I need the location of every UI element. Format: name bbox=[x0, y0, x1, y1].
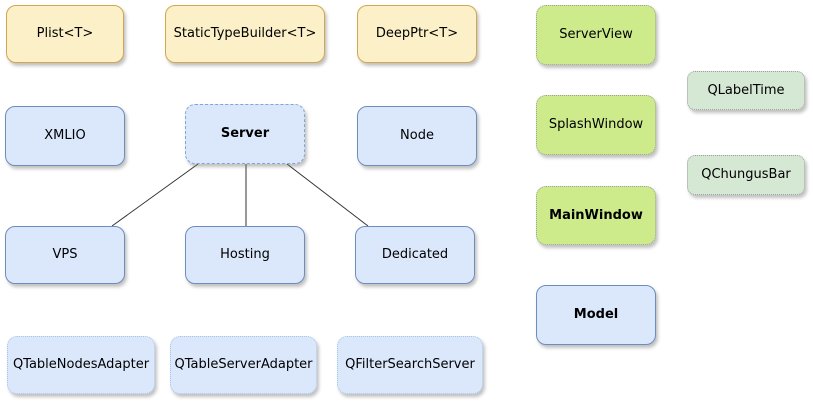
node-server[interactable]: Server bbox=[185, 104, 305, 164]
node-xmlio[interactable]: XMLIO bbox=[5, 106, 125, 166]
node-qlabel-time[interactable]: QLabelTime bbox=[687, 71, 805, 110]
node-static-type-builder[interactable]: StaticTypeBuilder<T> bbox=[165, 5, 325, 63]
node-server-view[interactable]: ServerView bbox=[536, 5, 656, 65]
node-splash-window[interactable]: SplashWindow bbox=[536, 95, 656, 155]
node-main-window[interactable]: MainWindow bbox=[536, 186, 656, 245]
node-plist[interactable]: Plist<T> bbox=[6, 5, 124, 63]
node-hosting[interactable]: Hosting bbox=[185, 226, 305, 284]
node-vps[interactable]: VPS bbox=[5, 226, 125, 284]
node-node[interactable]: Node bbox=[357, 106, 477, 166]
node-qtable-server-adapter[interactable]: QTableServerAdapter bbox=[170, 336, 317, 394]
node-qfilter-search-server[interactable]: QFilterSearchServer bbox=[337, 336, 483, 394]
node-qtable-nodes-adapter[interactable]: QTableNodesAdapter bbox=[7, 336, 155, 394]
node-model[interactable]: Model bbox=[536, 285, 656, 345]
node-dedicated[interactable]: Dedicated bbox=[355, 226, 475, 284]
node-qchungus-bar[interactable]: QChungusBar bbox=[687, 155, 805, 195]
edge-server-dedicated bbox=[286, 163, 369, 227]
node-deep-ptr[interactable]: DeepPtr<T> bbox=[357, 5, 477, 63]
edge-server-vps bbox=[111, 163, 199, 227]
